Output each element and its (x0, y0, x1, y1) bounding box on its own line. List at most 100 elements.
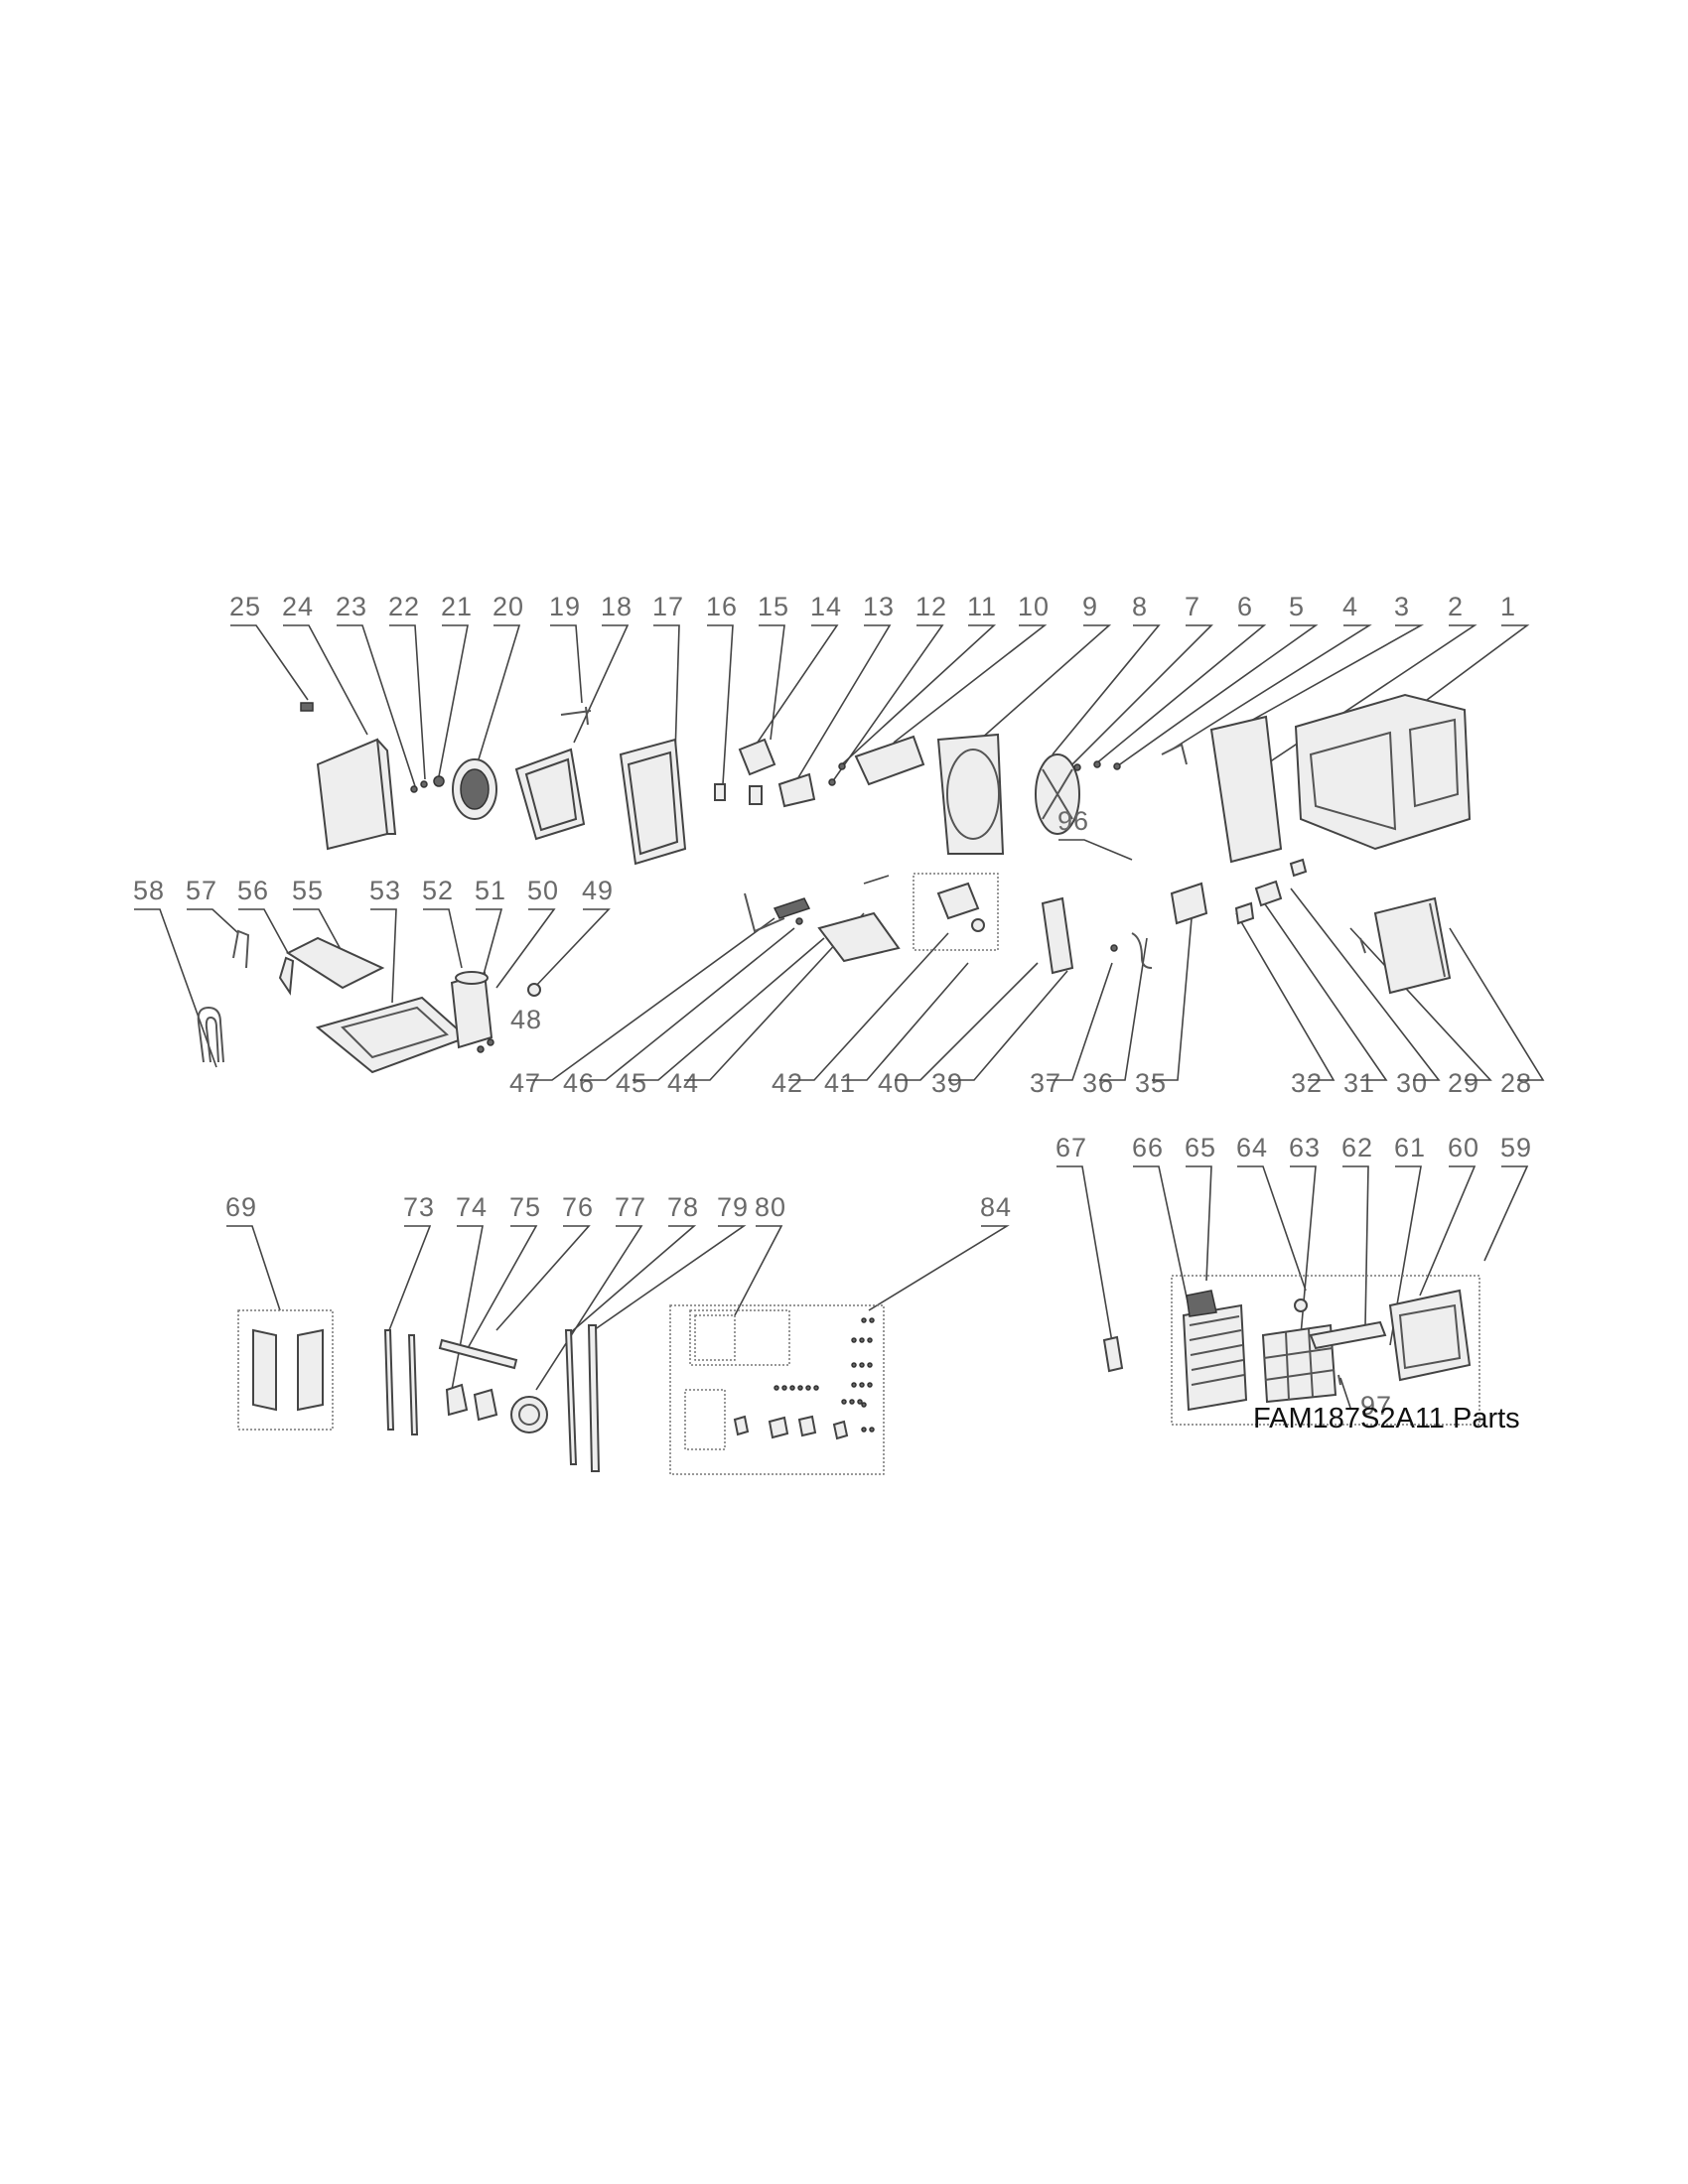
callout-66: 66 (1132, 1133, 1164, 1162)
callout-60: 60 (1448, 1133, 1479, 1162)
part-22-screw (420, 780, 428, 788)
callout-55: 55 (292, 876, 324, 905)
part-69-curtain-left (252, 1328, 277, 1412)
part-51-grommet (477, 1045, 485, 1053)
callout-28: 28 (1500, 1068, 1532, 1098)
callout-69: 69 (225, 1192, 257, 1222)
callout-67: 67 (1055, 1133, 1087, 1162)
part-24-evaporator-housing (316, 738, 397, 851)
callout-47: 47 (509, 1068, 541, 1098)
callout-36: 36 (1082, 1068, 1114, 1098)
part-36-tube (1131, 932, 1153, 969)
part-45-screw (795, 917, 803, 925)
part-30-clip (1289, 858, 1308, 878)
callout-10: 10 (1018, 592, 1050, 621)
callout-16: 16 (706, 592, 738, 621)
callout-53: 53 (369, 876, 401, 905)
part-77-seal (510, 1396, 548, 1433)
row2-callouts: 58 57 56 55 53 52 51 50 49 96 48 (133, 806, 1089, 1034)
callout-49: 49 (582, 876, 614, 905)
part-29-tube (1359, 937, 1366, 954)
callout-61: 61 (1394, 1133, 1426, 1162)
part-69-curtain-right (297, 1328, 324, 1412)
callout-75: 75 (509, 1192, 541, 1222)
part-80-hardware-box (689, 1309, 790, 1366)
callout-4: 4 (1342, 592, 1358, 621)
callout-3: 3 (1394, 592, 1410, 621)
part-2-condenser (1209, 715, 1283, 864)
callout-24: 24 (282, 592, 314, 621)
callout-21: 21 (441, 592, 473, 621)
part-67-remote (1102, 1335, 1124, 1373)
part-16-capacitor (714, 783, 726, 801)
callout-96: 96 (1057, 806, 1089, 836)
callout-48: 48 (510, 1005, 542, 1034)
part-21-nut (433, 775, 445, 787)
diagram-caption: FAM187S2A11 Parts (1253, 1403, 1520, 1434)
callout-12: 12 (915, 592, 947, 621)
hardware-screws (774, 1317, 875, 1433)
callout-9: 9 (1082, 592, 1098, 621)
callout-8: 8 (1132, 592, 1148, 621)
part-11-screw (838, 762, 846, 770)
part-35-valve (1170, 882, 1208, 925)
callout-65: 65 (1185, 1133, 1216, 1162)
row1-callouts: 25 24 23 22 21 20 19 18 17 16 15 14 13 1… (229, 592, 1516, 621)
part-31-bracket (1254, 880, 1283, 907)
callout-52: 52 (422, 876, 454, 905)
part-19-bracket (560, 706, 592, 726)
callout-22: 22 (388, 592, 420, 621)
callout-74: 74 (456, 1192, 488, 1222)
part-65-louver (1186, 1290, 1217, 1317)
callout-15: 15 (758, 592, 789, 621)
callout-18: 18 (601, 592, 633, 621)
part-41-42-control-box (913, 873, 999, 951)
callout-19: 19 (549, 592, 581, 621)
callout-44: 44 (667, 1068, 699, 1098)
callout-77: 77 (615, 1192, 646, 1222)
callout-45: 45 (616, 1068, 647, 1098)
part-6-screw (1093, 760, 1101, 768)
row1-parts (300, 693, 1472, 866)
callout-58: 58 (133, 876, 165, 905)
callout-29: 29 (1448, 1068, 1479, 1098)
part-49-nut (527, 983, 541, 997)
row1-leaders (230, 624, 1530, 787)
callout-5: 5 (1289, 592, 1305, 621)
callout-64: 64 (1236, 1133, 1268, 1162)
part-18-scroll-housing (514, 748, 586, 841)
part-32-clip (1234, 901, 1255, 925)
part-64-knob (1294, 1298, 1308, 1312)
part-58-tube (197, 1006, 224, 1063)
part-61-clip (1337, 1374, 1341, 1386)
callout-31: 31 (1343, 1068, 1375, 1098)
callout-7: 7 (1185, 592, 1200, 621)
callout-56: 56 (237, 876, 269, 905)
part-5-screw (1113, 762, 1121, 770)
callout-76: 76 (562, 1192, 594, 1222)
callout-35: 35 (1135, 1068, 1167, 1098)
part-47-heater (744, 892, 785, 933)
part-25-clip (300, 702, 314, 712)
part-76-bracket (473, 1388, 498, 1422)
callout-17: 17 (652, 592, 684, 621)
part-74-bracket (445, 1383, 469, 1417)
callout-13: 13 (863, 592, 895, 621)
callout-42: 42 (772, 1068, 803, 1098)
callout-23: 23 (336, 592, 367, 621)
callout-57: 57 (186, 876, 217, 905)
part-50-washer (487, 1038, 494, 1046)
part-7-screw (1073, 763, 1081, 771)
callout-25: 25 (229, 592, 261, 621)
callout-6: 6 (1237, 592, 1253, 621)
row3-parts (237, 1275, 1480, 1475)
callout-80: 80 (755, 1192, 786, 1222)
callout-84: 84 (980, 1192, 1012, 1222)
callout-37: 37 (1030, 1068, 1061, 1098)
callout-39: 39 (931, 1068, 963, 1098)
callout-78: 78 (667, 1192, 699, 1222)
callout-1: 1 (1500, 592, 1516, 621)
callout-51: 51 (475, 876, 506, 905)
callout-59: 59 (1500, 1133, 1532, 1162)
